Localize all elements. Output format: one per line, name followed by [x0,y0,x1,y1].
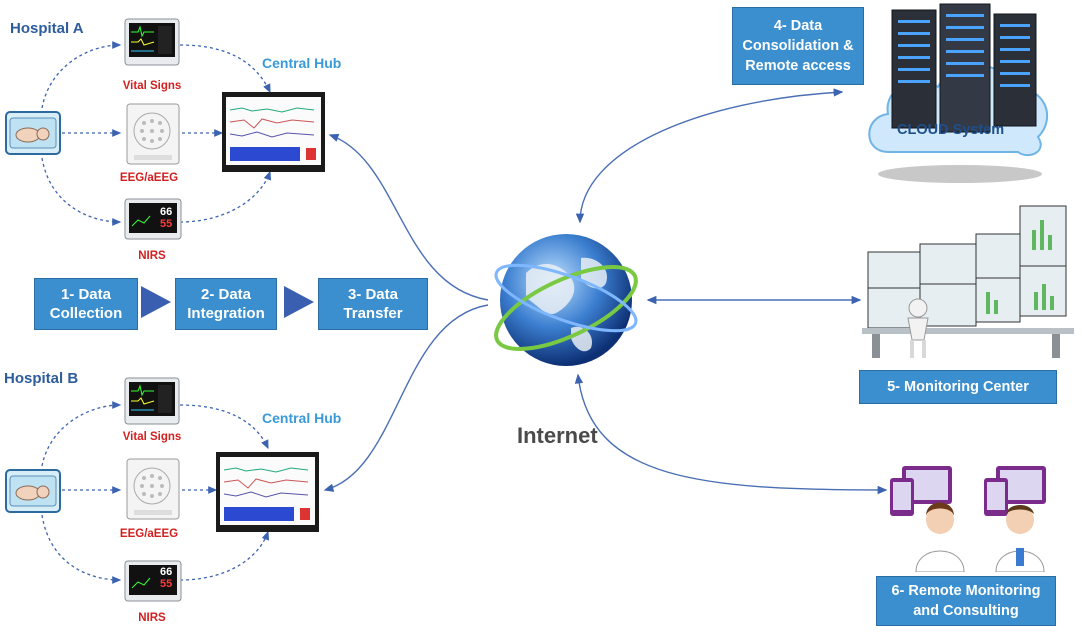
step-1-line-2: Collection [49,305,123,322]
device-label: NIRS [138,250,166,262]
device-label: Vital Signs [122,431,182,443]
vital-signs-monitor-icon [124,377,180,427]
step-3-line-1: 3- Data [347,286,398,303]
cloud-label: CLOUD System [897,122,1005,138]
incubator-icon [4,108,62,158]
hospital-b-hub-label: Central Hub [262,410,342,426]
eeg-device-icon [126,458,180,520]
monitor-readout-bottom: 55 [160,578,173,590]
step-5-box: 5- Monitoring Center [859,370,1057,404]
step-4-line-1: 4- Data [773,18,823,34]
step-4-line-2: Consolidation & [742,38,854,54]
central-hub-display-icon [222,92,325,172]
step-arrow [141,286,171,318]
step-4-box: 4- Data Consolidation & Remote access [732,7,864,85]
hospital-a-hub-label: Central Hub [262,55,342,71]
step-2-line-1: 2- Data [200,286,252,303]
step-3-line-2: Transfer [343,305,403,322]
hospital-b-title: Hospital B [4,370,79,387]
monitor-readout-top: 66 [160,206,173,218]
step-5-label: 5- Monitoring Center [887,379,1029,395]
globe-icon [486,218,646,378]
cloud-server-icon [858,2,1063,187]
nirs-monitor-icon [124,198,182,242]
step-6-box: 6- Remote Monitoring and Consulting [876,576,1056,626]
step-1-line-1: 1- Data [60,286,111,303]
hospital-a-title: Hospital A [10,20,84,37]
vital-signs-monitor-icon [124,18,180,68]
step-6-line-2: and Consulting [913,603,1019,619]
device-label: EEG/aEEG [119,528,179,540]
internet-links [323,88,888,495]
monitor-readout-top: 66 [160,566,173,578]
remote-doctors-icon [888,462,1058,573]
device-label: EEG/aEEG [119,172,179,184]
central-hub-display-icon [216,452,319,532]
monitor-readout-bottom: 55 [160,218,173,230]
eeg-device-icon [126,103,180,165]
step-6-line-1: 6- Remote Monitoring [891,583,1041,599]
device-label: Vital Signs [122,80,182,92]
incubator-icon [4,466,62,516]
hospital-b-flow [41,401,270,584]
hospital-a-flow [41,41,272,226]
step-arrow [284,286,314,318]
monitoring-center-icon [862,200,1074,360]
step-2-line-2: Integration [187,305,265,322]
internet-label: Internet [517,423,598,448]
device-label: NIRS [138,612,166,624]
step-4-line-3: Remote access [745,58,851,74]
nirs-monitor-icon [124,560,182,604]
